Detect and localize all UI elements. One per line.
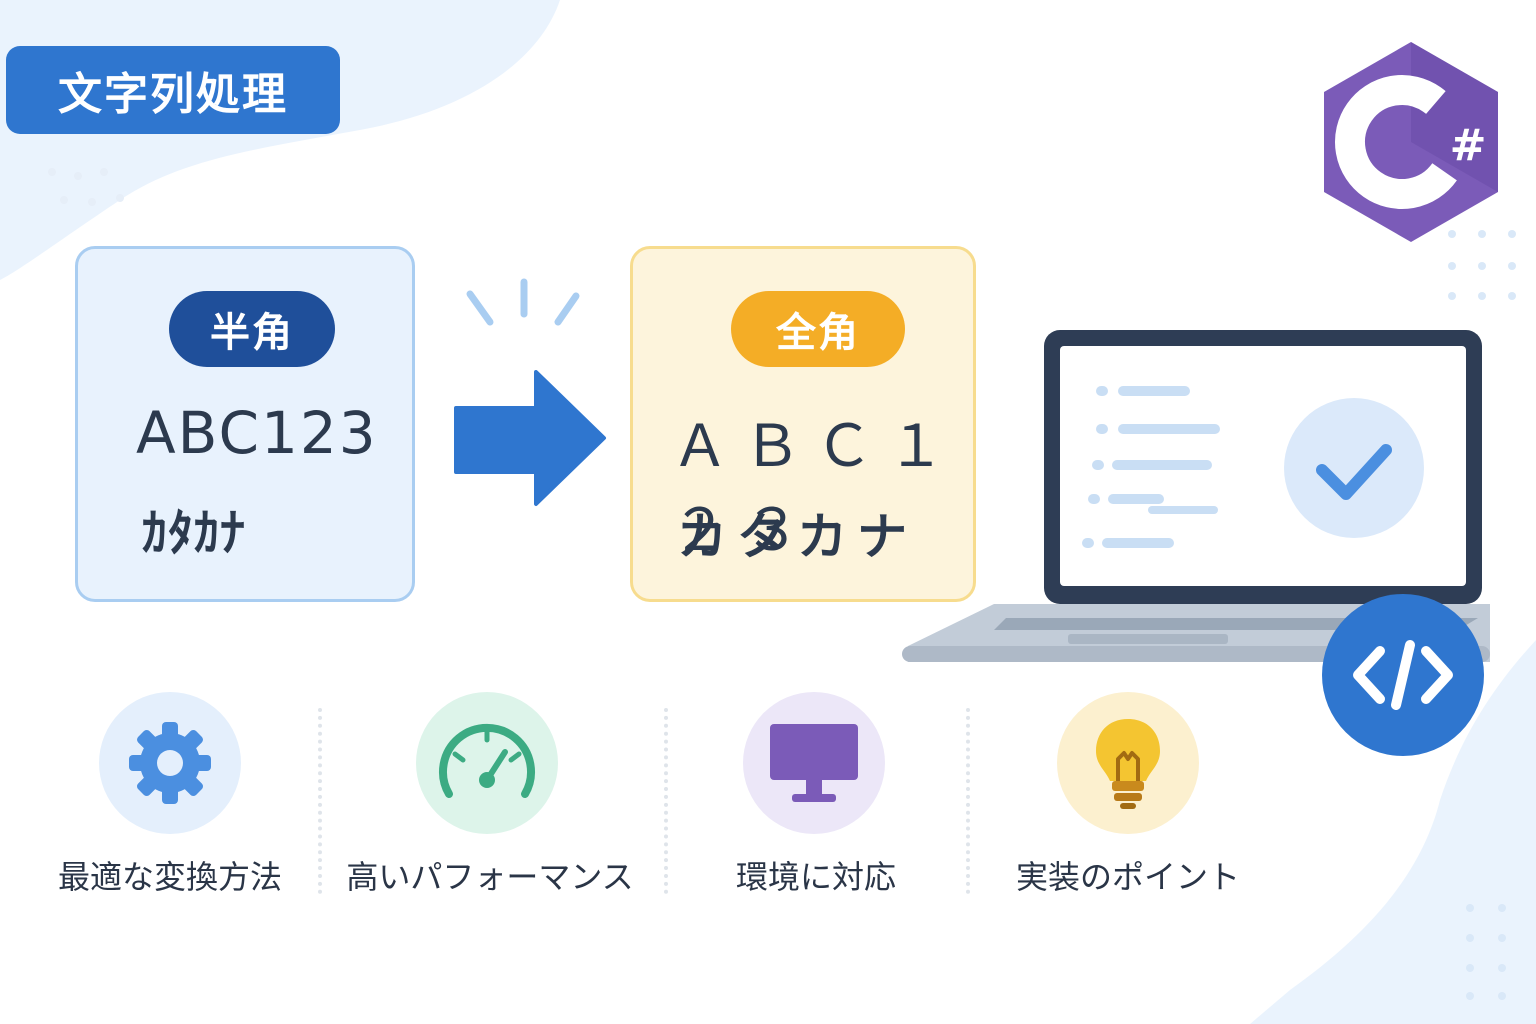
separator [664, 708, 668, 894]
speedometer-icon [416, 692, 558, 834]
half-width-card: 半角 ABC123 ｶﾀｶﾅ [75, 246, 415, 602]
separator [966, 708, 970, 894]
csharp-logo: # [1324, 42, 1498, 242]
gear-icon [99, 692, 241, 834]
check-icon [1316, 444, 1392, 500]
full-width-card: 全角 ＡＢＣ１２３ カタカナ [630, 246, 976, 602]
feature-label-environment: 環境に対応 [735, 858, 896, 896]
full-width-alnum: ＡＢＣ１２３ [671, 412, 960, 564]
feature-label-conversion: 最適な変換方法 [57, 858, 282, 896]
convert-arrow-icon [454, 278, 606, 506]
half-width-katakana: ｶﾀｶﾅ [142, 504, 246, 562]
code-icon [1353, 640, 1453, 710]
full-width-katakana: カタカナ [677, 508, 917, 566]
half-width-badge: 半角 [169, 291, 335, 367]
monitor-icon [743, 692, 885, 834]
full-width-badge: 全角 [731, 291, 905, 367]
feature-label-implementation: 実装のポイント [1015, 858, 1240, 896]
separator [318, 708, 322, 894]
csharp-hash: # [1450, 120, 1487, 171]
lightbulb-icon [1057, 692, 1199, 834]
dot-grid-top-right [1448, 230, 1518, 302]
half-width-alnum: ABC123 [136, 399, 378, 467]
dot-grid-bottom-right [1466, 904, 1516, 1004]
dot-grid-left [48, 168, 128, 208]
code-badge [1322, 594, 1484, 756]
feature-label-performance: 高いパフォーマンス [346, 858, 634, 896]
topic-tag: 文字列処理 [6, 46, 340, 134]
